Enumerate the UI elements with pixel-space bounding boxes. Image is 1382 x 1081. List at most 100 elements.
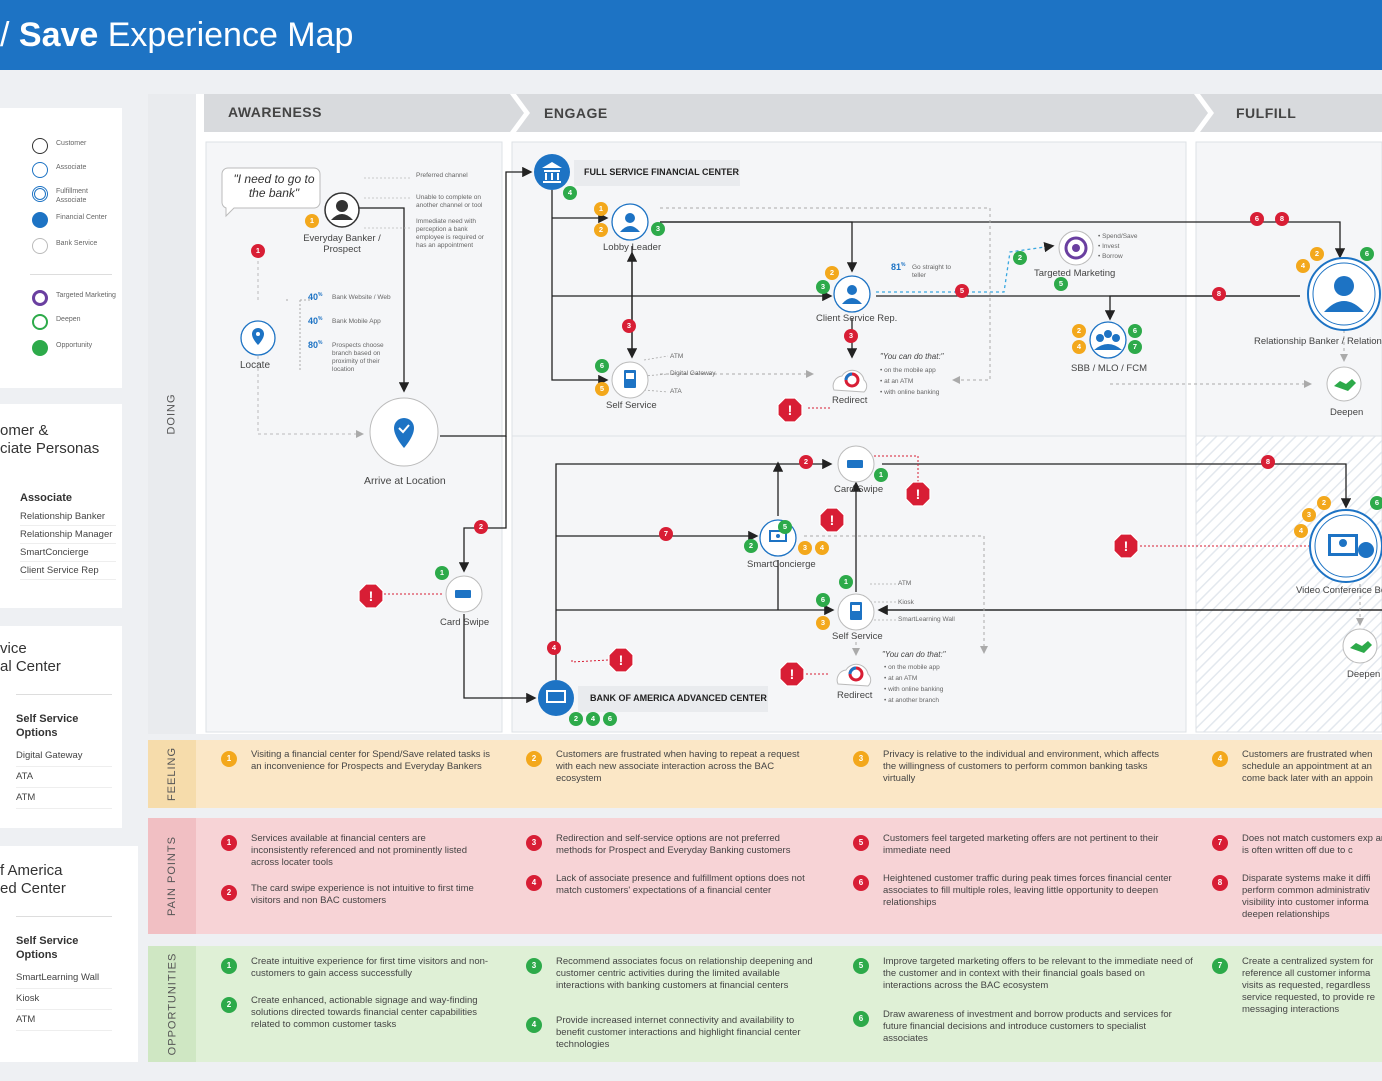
feeling-text: Visiting a financial center for Spend/Sa… (251, 749, 491, 772)
step-badge: 5 (955, 284, 969, 298)
quote-text: "I need to go to the bank" (233, 172, 315, 200)
step-badge: 3 (844, 329, 858, 343)
opp-badge: 5 (853, 958, 869, 974)
opp-text: Create enhanced, actionable signage and … (251, 995, 478, 1030)
feeling-badge: 1 (221, 751, 237, 767)
opp-text: Provide increased internet connectivity … (556, 1015, 801, 1050)
feeling-badge: 2 (526, 751, 542, 767)
targeted-marketing-label: Targeted Marketing (1034, 268, 1116, 279)
page-title: / Save Experience Map (0, 16, 354, 54)
step-badge: 1 (594, 202, 608, 216)
step-badge: 6 (816, 593, 830, 607)
pain-text: Lack of associate presence and fulfillme… (556, 873, 805, 896)
deepen-node-1 (1326, 366, 1362, 402)
step-badge: 8 (1261, 455, 1275, 469)
smartconcierge-label: SmartConcierge (747, 559, 816, 570)
feeling-text: Customers are frustrated when having to … (556, 749, 800, 784)
stat-prospects: 80% (308, 340, 323, 350)
phase-fulfill (1200, 94, 1382, 132)
phase-label-awareness: AWARENESS (228, 104, 322, 120)
step-badge: 2 (474, 520, 488, 534)
step-badge: 4 (1296, 259, 1310, 273)
card-swipe-node-2 (837, 445, 875, 483)
step-badge: 2 (569, 712, 583, 726)
step-badge: 2 (594, 223, 608, 237)
opp-band (148, 946, 1382, 1062)
step-badge: 8 (1275, 212, 1289, 226)
opp-badge: 6 (853, 1011, 869, 1027)
step-badge: 2 (1310, 247, 1324, 261)
self-service-label-2: Self Service (832, 631, 883, 642)
step-badge: 2 (825, 266, 839, 280)
personas-panel: omer &ciate Personas Associate Relations… (0, 404, 122, 608)
step-badge: 6 (1250, 212, 1264, 226)
feeling-text: Customers are frustrated when schedule a… (1242, 749, 1373, 784)
step-badge: 6 (1370, 496, 1382, 510)
stop-icon (358, 583, 384, 609)
step-badge: 1 (874, 468, 888, 482)
svg-text:!: ! (830, 512, 835, 528)
step-badge: 4 (1072, 340, 1086, 354)
pain-text: Redirection and self-service options are… (556, 833, 791, 856)
step-badge: 1 (305, 214, 319, 228)
stop-icon (608, 647, 634, 673)
self-service-node-2 (837, 593, 875, 631)
csr-label: Client Service Rep. (816, 313, 898, 324)
svg-text:!: ! (916, 486, 921, 502)
pain-badge: 8 (1212, 875, 1228, 891)
phase-engage (516, 94, 1208, 132)
redirect-label-2: Redirect (837, 690, 873, 701)
step-badge: 6 (1128, 324, 1142, 338)
pain-text: The card swipe experience is not intuiti… (251, 883, 474, 906)
stop-icon (1113, 533, 1139, 559)
csr-node (833, 275, 871, 313)
svg-text:!: ! (788, 402, 793, 418)
step-badge: 1 (435, 566, 449, 580)
card-swipe-node-1 (445, 575, 483, 613)
step-badge: 5 (1054, 277, 1068, 291)
stop-icon (905, 481, 931, 507)
pain-text: Services available at financial centers … (251, 833, 467, 868)
opp-badge: 4 (526, 1017, 542, 1033)
sbb-label: SBB / MLO / FCM (1071, 363, 1148, 374)
phase-label-engage: ENGAGE (544, 105, 608, 121)
svg-text:!: ! (619, 652, 624, 668)
step-badge: 7 (1128, 340, 1142, 354)
bac-label: BANK OF AMERICA ADVANCED CENTER (590, 693, 767, 703)
phase-awareness (204, 94, 524, 132)
step-badge: 6 (595, 359, 609, 373)
pain-badge: 7 (1212, 835, 1228, 851)
pain-text: Does not match customers exp and is ofte… (1242, 833, 1382, 856)
self-service-label: Self Service (606, 400, 657, 411)
fsfc-node (534, 154, 570, 190)
rb-label: Relationship Banker / Relations (1254, 336, 1382, 347)
step-badge: 6 (1360, 247, 1374, 261)
opp-text: Draw awareness of investment and borrow … (883, 1009, 1172, 1044)
stop-icon (779, 661, 805, 687)
personas-title: omer &ciate Personas (0, 422, 100, 457)
step-badge: 2 (744, 539, 758, 553)
feeling-badge: 3 (853, 751, 869, 767)
step-badge: 5 (778, 520, 792, 534)
bac-node (538, 680, 574, 716)
header-bar: / Save Experience Map (0, 0, 1382, 70)
pain-band (148, 818, 1382, 934)
lobby-leader-label: Lobby Leader (603, 242, 662, 253)
locate-node (240, 320, 276, 356)
step-badge: 3 (651, 222, 665, 236)
step-badge: 3 (816, 616, 830, 630)
step-badge: 3 (798, 541, 812, 555)
feeling-band (148, 740, 1382, 808)
arrive-node (369, 397, 439, 467)
step-badge: 1 (839, 575, 853, 589)
step-badge: 4 (547, 641, 561, 655)
opp-text: Improve targeted marketing offers to be … (883, 956, 1193, 991)
redirect-node-2 (836, 663, 872, 687)
customer-banker-node (324, 192, 360, 228)
stop-icon (819, 507, 845, 533)
deepen-label-1: Deepen (1330, 407, 1364, 418)
pain-badge: 1 (221, 835, 237, 851)
